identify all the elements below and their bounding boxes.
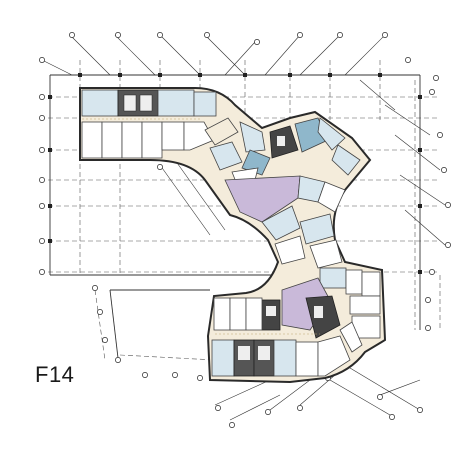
wing-northwest: [81, 89, 217, 159]
wing-south: [211, 297, 363, 377]
block-center-middle: [261, 175, 381, 339]
floor-label: F14: [35, 362, 75, 387]
core-south: [261, 295, 341, 339]
grid-frame: [49, 74, 421, 359]
block-center-north: [204, 117, 361, 183]
grid-bubbles: [39, 32, 451, 428]
lounge-north: [224, 175, 301, 223]
frame-ticks: [48, 73, 422, 274]
corridors: [82, 118, 320, 335]
dimension-lines: [41, 34, 446, 421]
